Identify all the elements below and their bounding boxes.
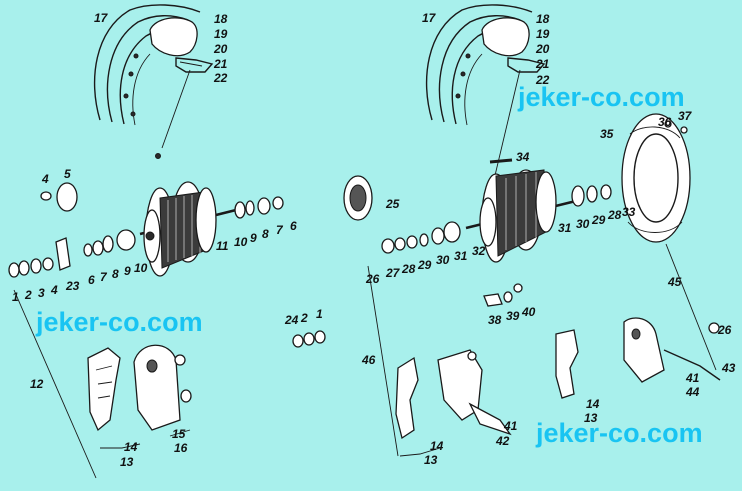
- label-39: 39: [506, 309, 520, 323]
- label-42: 42: [495, 434, 510, 448]
- label-5: 5: [64, 167, 71, 181]
- label-7-right: 7: [276, 223, 284, 237]
- hub-left: [8, 181, 284, 278]
- label-18-left: 18: [214, 12, 228, 26]
- label-40: 40: [521, 305, 536, 319]
- label-15: 15: [172, 427, 186, 441]
- label-6-left: 6: [88, 273, 95, 287]
- part-number-labels: 17 18 19 20 21 22 4 5 6 7 8 9 10 11 1 2 …: [12, 11, 736, 469]
- label-14-right: 14: [586, 397, 600, 411]
- label-32: 32: [472, 244, 486, 258]
- label-16: 16: [174, 441, 188, 455]
- label-4-top: 4: [41, 172, 49, 186]
- watermark-left: jeker-co.com: [35, 307, 203, 337]
- label-45: 45: [667, 275, 682, 289]
- label-30-left: 30: [436, 253, 450, 267]
- small-parts-middle: [292, 330, 326, 348]
- brake-parts-left: [13, 289, 192, 479]
- label-28-right: 28: [607, 208, 622, 222]
- label-29-left: 29: [417, 258, 432, 272]
- brake-parts-right: [367, 265, 721, 457]
- label-20-left: 20: [213, 42, 228, 56]
- hub-right: [343, 113, 717, 371]
- label-10-right: 10: [234, 235, 248, 249]
- label-6-right: 6: [290, 219, 297, 233]
- label-13-left: 13: [120, 455, 134, 469]
- label-19-right: 19: [536, 27, 550, 41]
- label-1-left: 1: [12, 290, 19, 304]
- label-36: 36: [658, 115, 672, 129]
- label-9-left: 9: [124, 264, 131, 278]
- label-14-left: 14: [124, 440, 138, 454]
- label-44: 44: [685, 385, 700, 399]
- label-27: 27: [385, 266, 401, 280]
- label-14-mid: 14: [430, 439, 444, 453]
- label-41-right: 41: [685, 371, 700, 385]
- label-7-left: 7: [100, 270, 108, 284]
- label-21-left: 21: [213, 57, 228, 71]
- label-38: 38: [488, 313, 502, 327]
- label-26-right: 26: [717, 323, 732, 337]
- label-34: 34: [516, 150, 530, 164]
- label-43: 43: [721, 361, 736, 375]
- label-35: 35: [600, 127, 614, 141]
- label-41-left: 41: [503, 419, 518, 433]
- label-2-left: 2: [24, 288, 32, 302]
- label-46: 46: [361, 353, 376, 367]
- label-24: 24: [284, 313, 299, 327]
- label-12: 12: [30, 377, 44, 391]
- label-20-right: 20: [535, 42, 550, 56]
- label-30-right: 30: [576, 217, 590, 231]
- label-8-right: 8: [262, 227, 269, 241]
- label-13-mid: 13: [424, 453, 438, 467]
- label-26-left: 26: [365, 272, 380, 286]
- label-11: 11: [216, 239, 229, 253]
- label-31-right: 31: [558, 221, 572, 235]
- label-1-middle: 1: [316, 307, 323, 321]
- tire-rim-left: [93, 4, 214, 159]
- label-9-right: 9: [250, 231, 257, 245]
- label-25: 25: [385, 197, 400, 211]
- label-21-right: 21: [535, 57, 550, 71]
- label-10-left: 10: [134, 261, 148, 275]
- label-18-right: 18: [536, 12, 550, 26]
- label-22-right: 22: [535, 73, 550, 87]
- label-8-left: 8: [112, 267, 119, 281]
- label-28-left: 28: [401, 262, 416, 276]
- label-17-left: 17: [94, 11, 109, 25]
- label-19-left: 19: [214, 27, 228, 41]
- label-33: 33: [622, 205, 636, 219]
- label-4-left: 4: [50, 283, 58, 297]
- label-23: 23: [65, 279, 80, 293]
- label-37: 37: [678, 109, 693, 123]
- label-29-right: 29: [591, 213, 606, 227]
- watermark-bottom-right: jeker-co.com: [535, 418, 703, 448]
- label-2-middle: 2: [300, 311, 308, 325]
- label-22-left: 22: [213, 71, 228, 85]
- watermark-top-right: jeker-co.com: [517, 82, 685, 112]
- label-3-left: 3: [38, 286, 45, 300]
- label-17-right: 17: [422, 11, 437, 25]
- label-31-left: 31: [454, 249, 468, 263]
- label-13-right: 13: [584, 411, 598, 425]
